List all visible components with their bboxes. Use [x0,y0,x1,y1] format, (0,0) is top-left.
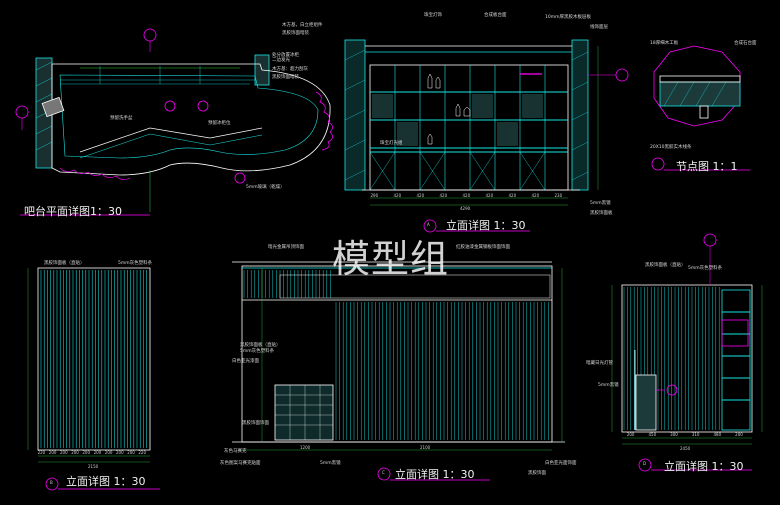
plan-note-6: 处分放置冰柜 [272,53,299,58]
dimension-label: 480 [713,432,722,437]
plan-note-4: 木方基：超力刮灰 [272,67,308,72]
dimension-label: 220 [37,450,46,455]
elev-a-marker: A [427,222,430,227]
elev-a-note-5: 木方基，白立柜组件 [282,23,323,28]
elev-b-note-2: 5mm灰色塑料条 [118,261,153,266]
elev-d-marker: D [643,461,647,466]
elev-a-note-2: 合成板台面 [484,13,507,18]
elev-a-note-1: 珠宝灯饰 [424,13,442,18]
dimension-label: 420 [531,193,540,198]
detail-note-3: 20X10黑胶实木线条 [650,145,692,150]
elev-d-title: 立面详图 1：30 [664,460,744,473]
dimension-label: 420 [439,193,448,198]
dimension-label: 200 [48,450,57,455]
bar-plan-view [15,28,333,216]
elev-c-dim-2: 2100 [420,445,431,450]
elevation-b-view [27,267,160,491]
elev-c-note-1: 暗光金属吊顶饰面 [268,245,304,250]
elev-a-total: 4290 [460,206,471,211]
dimension-label: 220 [138,450,147,455]
dimension-label: 450 [648,432,657,437]
plan-note-1: 预留洗手盆 [110,116,133,121]
detail-title: 节点图 1：1 [676,160,738,173]
elev-d-note-1: 黑胶饰面板（直贴） [645,263,686,268]
dimension-label: 200 [60,450,68,455]
elevation-c-view [232,261,565,481]
elev-a-note-7: 5mm黑镜 [590,201,611,206]
elev-a-note-6: 黑胶饰面暗装 [282,31,309,36]
dimension-label: 200 [127,450,135,455]
elev-c-note-2: 黑胶饰面板（直贴） [240,343,281,348]
elev-c-note-7: 灰色图案马赛克贴面 [220,461,261,466]
plan-note-3: 二边发光 [272,58,290,63]
dimension-label: 300 [670,432,678,437]
elev-c-note-3: 5mm灰色塑料条 [240,349,275,354]
plan-note-7: 5mm玻璃（乾燥） [246,185,285,190]
elev-c-note-8: 5mm黑镜 [320,461,341,466]
dimension-label: 230 [554,193,563,198]
elev-c-note-5: 白色亚光漆面 [232,359,259,364]
dimension-label: 200 [93,450,102,455]
elev-b-title: 立面详图 1：30 [66,475,146,488]
elev-c-note-6: 灰色马赛克 [224,449,247,454]
elev-a-note-8: 黑胶饰面板 [590,211,613,216]
node-detail-view [651,45,750,171]
elev-a-title: 立面详图 1：30 [446,219,526,232]
elev-a-note-9: 珠宝灯光组 [380,141,403,146]
dimension-label: 420 [508,193,517,198]
plan-note-5: 黑胶饰面暗装 [272,75,299,80]
elevation-a-view [344,39,629,233]
elev-c-note-4: 红胶油漆金属钢板饰面饰面 [456,245,510,250]
elev-a-note-4: 线饰面层 [590,25,608,30]
dimension-label: 420 [485,193,494,198]
elev-b-marker: B [50,480,53,485]
plan-title: 吧台平面详图1：30 [24,205,122,218]
detail-note-1: 18厚细木工板 [650,41,679,46]
detail-note-2: 合成石台面 [734,41,757,46]
dimension-label: 420 [416,193,425,198]
dimension-label: 200 [82,450,91,455]
elev-d-total: 2450 [680,446,691,451]
elev-c-title: 立面详图 1：30 [395,468,475,481]
dimension-label: 200 [104,450,113,455]
elev-a-note-3: 10mm厚黑胶木板层板 [545,15,591,20]
watermark: 模型组 [332,237,450,281]
elevation-d-view [611,233,763,472]
dimension-label: 200 [116,450,124,455]
elev-b-note-1: 黑胶饰面板（直贴） [44,261,85,266]
elev-d-note-2: 5mm灰色塑料条 [688,266,723,271]
elev-b-total: 2150 [88,464,99,469]
plan-note-2: 预留冰柜位 [208,121,231,126]
dimension-label: 200 [71,450,79,455]
elev-c-dim-1: 1200 [300,445,311,450]
dimension-label: 200 [626,432,635,437]
elev-c-note-9: 黑胶饰面 [528,471,546,476]
dimension-label: 290 [370,193,379,198]
elev-d-note-3: 暗藏日光灯管 [586,361,613,366]
dimension-label: 420 [462,193,471,198]
elev-d-note-4: 5mm黑镜 [598,383,619,388]
dimension-label: 200 [735,432,743,437]
elev-c-note-10: 黑胶饰面饰面 [242,421,269,426]
elev-c-marker: C [382,470,385,475]
dimension-label: 310 [691,432,700,437]
elev-c-note-11: 白色亚光面饰面 [545,461,577,466]
dimension-label: 420 [393,193,402,198]
